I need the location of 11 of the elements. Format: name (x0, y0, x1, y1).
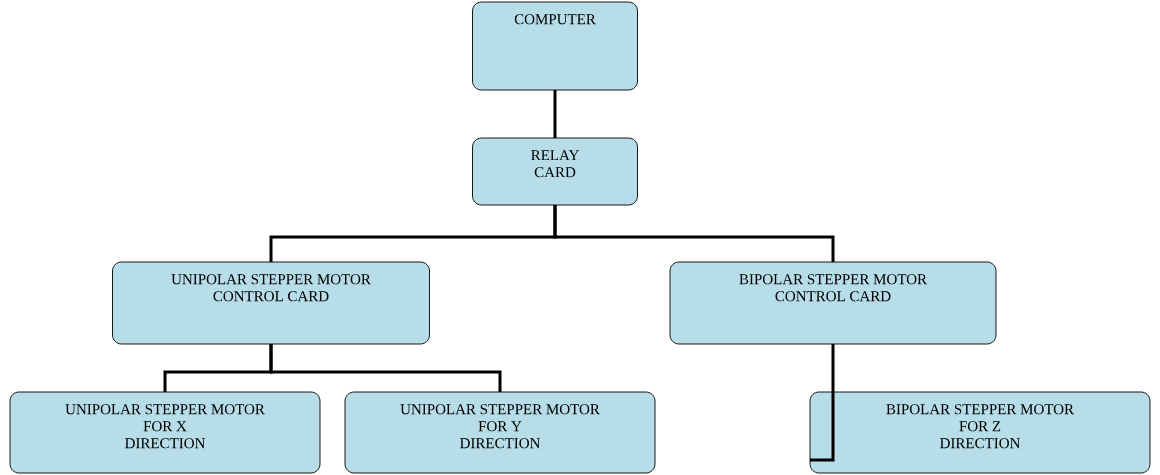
process-box: UNIPOLAR STEPPER MOTOR FOR X DIRECTION (9, 391, 321, 474)
process-box: BIPOLAR STEPPER MOTOR FOR Z DIRECTION (809, 391, 1151, 474)
process-box: UNIPOLAR STEPPER MOTOR CONTROL CARD (112, 261, 430, 345)
connector-line (810, 344, 835, 462)
process-box: COMPUTER (472, 1, 638, 91)
connector-line (269, 344, 502, 392)
process-box: RELAY CARD (472, 137, 638, 206)
process-box: UNIPOLAR STEPPER MOTOR FOR Y DIRECTION (344, 391, 656, 474)
process-box: BIPOLAR STEPPER MOTOR CONTROL CARD (669, 261, 997, 345)
connector-line (553, 205, 835, 262)
connector-line (553, 90, 557, 138)
